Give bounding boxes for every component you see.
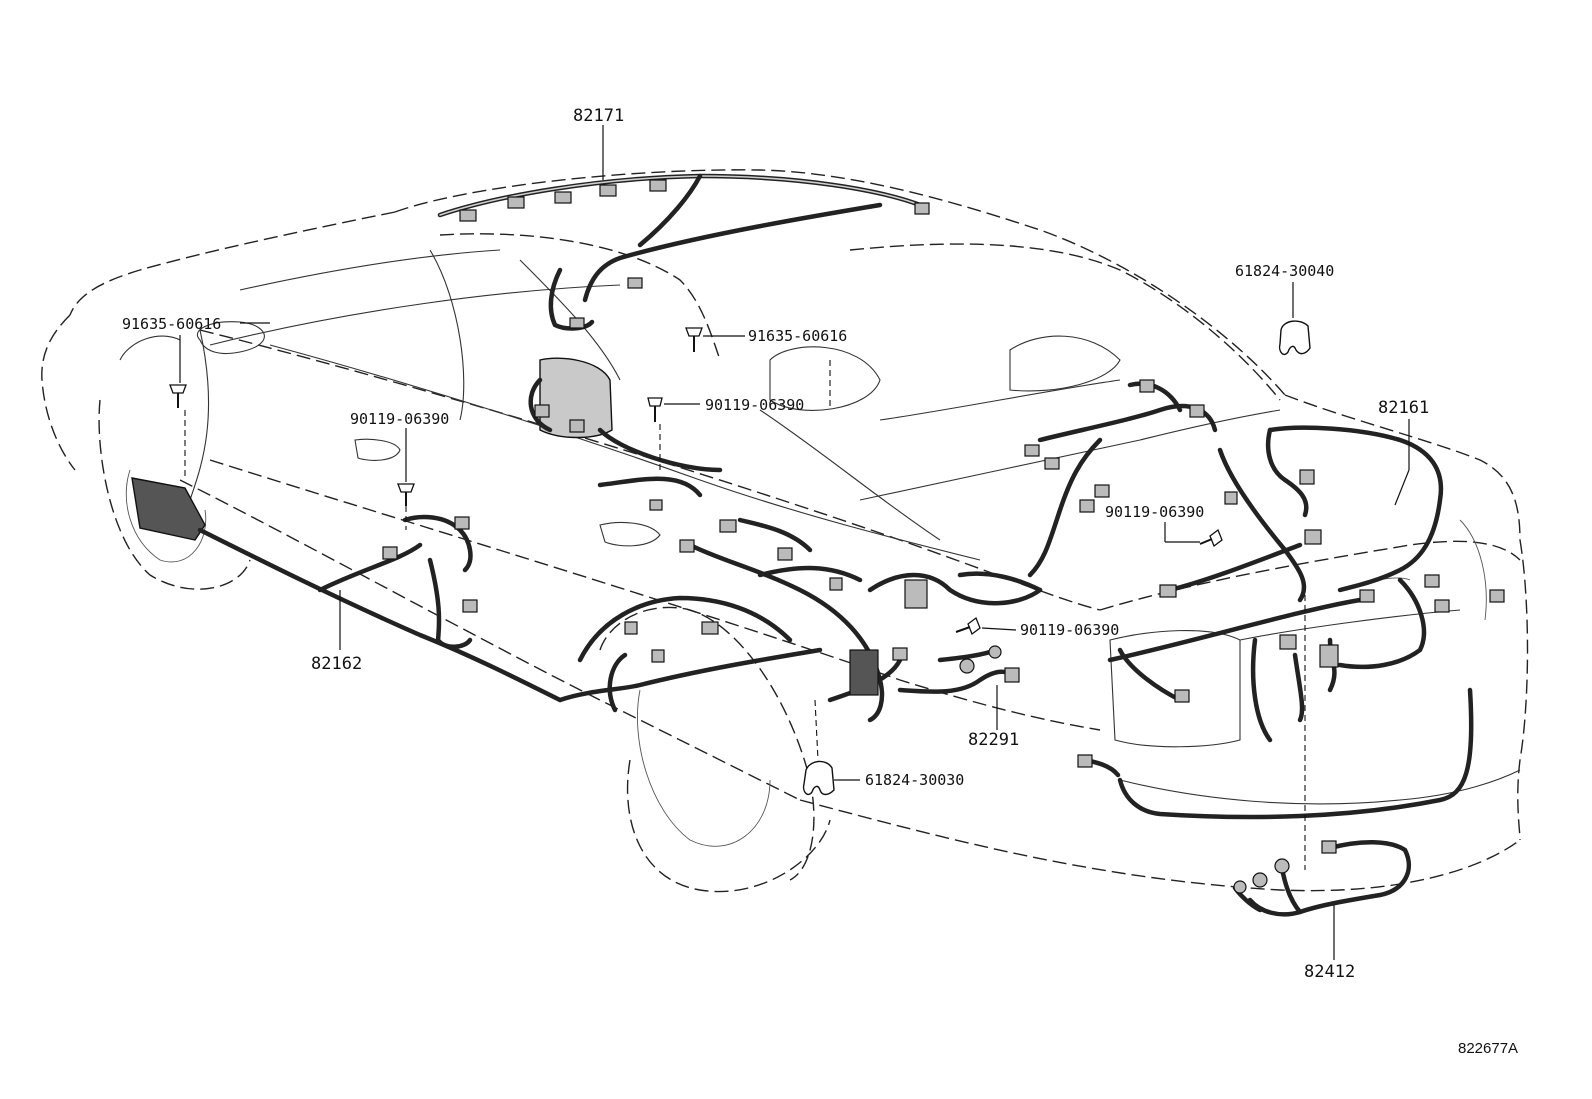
floor-harness — [577, 517, 1043, 723]
grommet-61824-30030 — [802, 760, 835, 796]
grommet-61824-30040 — [1278, 320, 1311, 356]
separate-harness-82412 — [1232, 840, 1412, 917]
figure-number: 822677A — [1458, 1040, 1518, 1057]
bolt-90119-a — [647, 397, 663, 422]
side-harness-82162 — [131, 477, 823, 703]
label-61824-30040: 61824-30040 — [1235, 262, 1334, 280]
label-90119-06390-c: 90119-06390 — [1105, 503, 1204, 521]
roof-harness-82171 — [437, 173, 930, 331]
center-dash-harness — [528, 357, 723, 511]
label-82171: 82171 — [573, 106, 624, 126]
label-82291: 82291 — [968, 730, 1019, 750]
label-82161: 82161 — [1378, 398, 1429, 418]
leader-lines — [179, 125, 1410, 960]
bolt-91635-center — [685, 327, 703, 352]
label-61824-30030: 61824-30030 — [865, 771, 964, 789]
car-interior-lines — [119, 249, 1521, 847]
label-90119-06390-b: 90119-06390 — [350, 410, 449, 428]
bolt-90119-c — [1199, 528, 1223, 548]
label-91635-60616-left: 91635-60616 — [122, 315, 221, 333]
label-82162: 82162 — [311, 654, 362, 674]
bolt-91635-left — [169, 384, 187, 408]
label-90119-06390-d: 90119-06390 — [1020, 621, 1119, 639]
label-91635-60616-center: 91635-60616 — [748, 327, 847, 345]
bolt-90119-b — [397, 483, 415, 506]
rear-harness-82161 — [1024, 379, 1505, 820]
label-82412: 82412 — [1304, 962, 1355, 982]
bolt-90119-d — [955, 616, 981, 636]
part-labels: 82171 82161 82162 82291 82412 91635-6061… — [122, 106, 1518, 1057]
label-90119-06390-a: 90119-06390 — [705, 396, 804, 414]
